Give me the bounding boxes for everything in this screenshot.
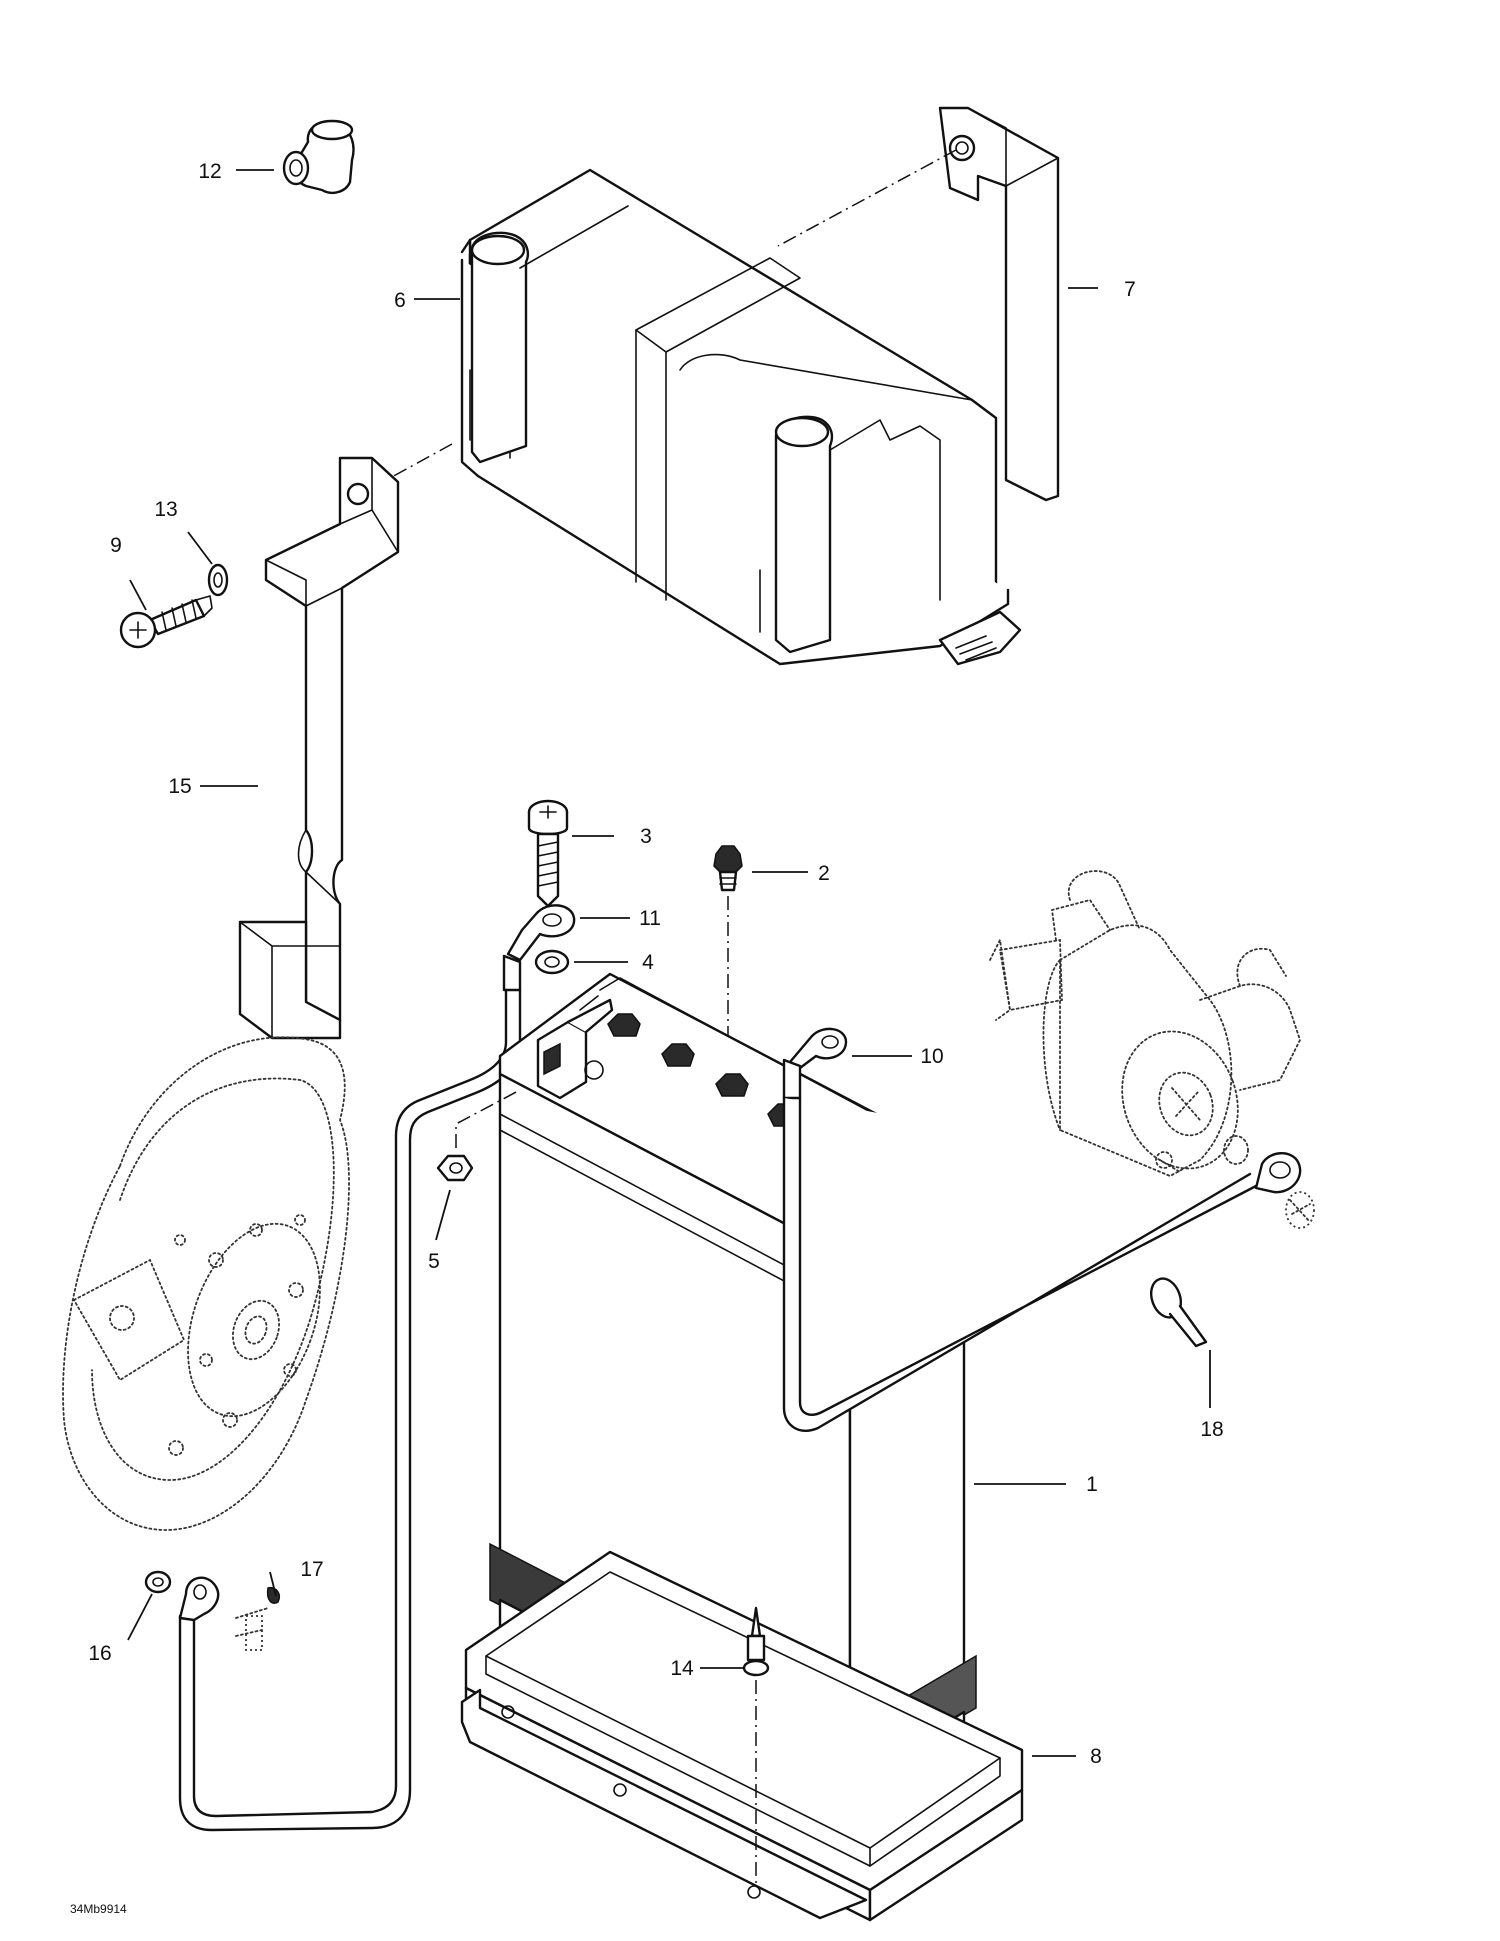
part-3-bolt xyxy=(527,799,569,908)
callout-2: 2 xyxy=(818,862,830,885)
part-17-bolt xyxy=(235,1586,280,1651)
part-11-cable-terminal xyxy=(502,904,576,992)
callout-16: 16 xyxy=(88,1642,111,1665)
assembly-line-cover-front xyxy=(389,443,453,479)
part-12-terminal-boot xyxy=(282,119,355,194)
part-9-screw xyxy=(119,595,213,649)
callout-15: 15 xyxy=(168,775,191,798)
callout-1: 1 xyxy=(1086,1473,1098,1496)
part-4-washer xyxy=(534,949,570,975)
part-14-rivet xyxy=(742,1606,770,1677)
starter-motor-reference xyxy=(989,870,1315,1229)
part-16-washer xyxy=(144,1570,172,1594)
diagram-code: 34Mb9914 xyxy=(70,1902,127,1916)
callout-6: 6 xyxy=(394,289,406,312)
callout-3: 3 xyxy=(640,825,652,848)
part-18-cable-tie xyxy=(1149,1277,1208,1348)
part-2-vent-cap xyxy=(713,845,743,892)
callout-17: 17 xyxy=(300,1558,323,1581)
callout-14: 14 xyxy=(670,1657,694,1680)
callout-7: 7 xyxy=(1124,278,1136,301)
leader-lines xyxy=(127,169,1211,1757)
part-10-positive-cable xyxy=(782,1027,1302,1432)
callout-11: 11 xyxy=(639,907,661,930)
flywheel-housing-reference xyxy=(62,1036,350,1531)
callout-9: 9 xyxy=(110,534,122,557)
part-8-battery-tray xyxy=(460,1550,1024,1922)
part-15-front-bracket xyxy=(238,456,400,1040)
callout-10: 10 xyxy=(920,1045,943,1068)
callout-12: 12 xyxy=(198,160,221,183)
callout-labels: 12 6 7 13 9 15 3 2 11 4 10 5 1 18 8 14 1… xyxy=(88,160,1223,1768)
callout-18: 18 xyxy=(1200,1418,1223,1441)
part-6-battery-cover xyxy=(460,168,1022,666)
assembly-line-nut xyxy=(455,1089,521,1148)
callout-5: 5 xyxy=(428,1250,440,1273)
callout-13: 13 xyxy=(154,498,177,521)
part-7-rear-bracket xyxy=(938,106,1060,502)
callout-8: 8 xyxy=(1090,1745,1102,1768)
part-5-nut xyxy=(436,1154,474,1182)
callout-4: 4 xyxy=(642,951,654,974)
assembly-line-cover-rear xyxy=(777,149,957,247)
ground-cable-terminal xyxy=(178,1576,220,1622)
part-13-washer xyxy=(207,563,229,597)
